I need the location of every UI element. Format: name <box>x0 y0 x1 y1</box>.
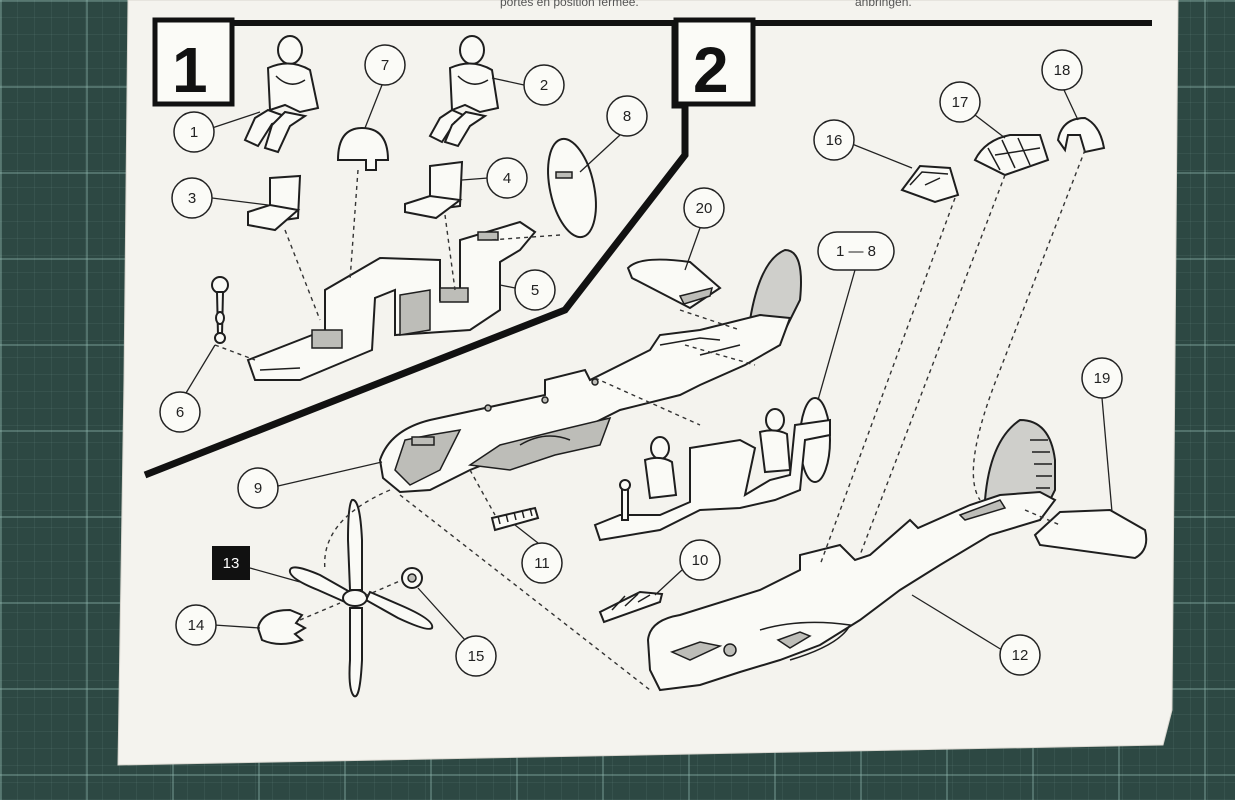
svg-text:17: 17 <box>952 94 969 111</box>
svg-text:10: 10 <box>692 552 709 569</box>
svg-text:3: 3 <box>188 190 196 207</box>
leader-15 <box>417 587 466 641</box>
svg-text:7: 7 <box>381 57 389 74</box>
leader-6 <box>185 344 216 394</box>
leader-10 <box>654 569 683 596</box>
callout-5: 5 <box>514 269 556 311</box>
leader-16 <box>851 143 913 169</box>
step-1-number: 1 <box>172 34 208 106</box>
svg-text:2: 2 <box>540 77 548 94</box>
svg-text:8: 8 <box>623 108 631 125</box>
callout-19: 19 <box>1081 357 1123 399</box>
svg-text:16: 16 <box>826 132 843 149</box>
callout-13: 13 <box>212 546 250 580</box>
svg-text:6: 6 <box>176 404 184 421</box>
leader-17 <box>974 114 1006 139</box>
leader-3 <box>211 197 269 206</box>
step-1-box: 1 <box>152 17 235 107</box>
assembled-cockpit <box>593 397 831 542</box>
callout-11: 11 <box>521 542 563 584</box>
svg-text:15: 15 <box>468 648 485 665</box>
part-8-bulkhead <box>547 137 597 239</box>
callout-9: 9 <box>237 467 279 509</box>
svg-text:20: 20 <box>696 200 713 217</box>
propeller <box>288 499 434 698</box>
part-16-canopy-front <box>900 164 960 204</box>
callout-4: 4 <box>486 157 528 199</box>
callout-18: 18 <box>1041 49 1083 91</box>
leader-13 <box>249 567 301 583</box>
svg-text:13: 13 <box>223 555 240 572</box>
callout-1: 1 <box>173 111 215 153</box>
header-text-clipped-right: anbringen. <box>855 0 912 9</box>
callout-20: 20 <box>683 187 725 229</box>
callout-7: 7 <box>364 44 406 86</box>
right-fuselage-half <box>646 418 1057 692</box>
part-10-exhaust-detail <box>611 593 651 611</box>
part-18-canopy-rear <box>1056 116 1106 154</box>
part-11-exhaust-detail <box>497 507 533 525</box>
part-7-armor-plate <box>336 126 390 171</box>
svg-text:1 — 8: 1 — 8 <box>836 243 876 260</box>
leader-18 <box>1063 89 1079 121</box>
callout-16: 16 <box>813 119 855 161</box>
callout-2: 2 <box>523 64 565 106</box>
part-5-cockpit-floor <box>246 220 537 381</box>
part-15-hub <box>401 567 423 589</box>
callout-10: 10 <box>679 539 721 581</box>
part-19-tailplane <box>1033 508 1148 560</box>
leader-19 <box>1101 397 1113 513</box>
leader-12 <box>911 594 1003 651</box>
left-fuselage-half <box>378 248 802 494</box>
leader-7 <box>364 84 383 129</box>
callout-3: 3 <box>171 177 213 219</box>
svg-text:5: 5 <box>531 282 539 299</box>
callout-17: 17 <box>939 81 981 123</box>
pilot-figure-2 <box>428 35 500 148</box>
pilot-figure-1 <box>243 35 320 154</box>
svg-text:4: 4 <box>503 170 511 187</box>
leader-2 <box>491 77 525 86</box>
leader-14 <box>213 624 261 629</box>
leader-1 <box>211 111 261 129</box>
part-10-exhaust <box>598 590 664 624</box>
leader-5 <box>499 284 516 289</box>
part-14-spinner <box>256 608 307 645</box>
callout-8: 8 <box>606 95 648 137</box>
step-2-box: 2 <box>673 17 756 107</box>
leader-4 <box>461 177 489 181</box>
header-text-clipped-left: portes en position fermée. <box>500 0 639 9</box>
leader-8 <box>579 134 621 173</box>
step-2-assembly-lines <box>299 149 1086 691</box>
callout-14: 14 <box>175 604 217 646</box>
leader-9 <box>277 461 383 487</box>
step-2-number: 2 <box>693 34 729 106</box>
svg-text:12: 12 <box>1012 647 1029 664</box>
step-1-assembly-lines <box>214 169 561 361</box>
callout-1-8: 1 — 8 <box>817 231 895 271</box>
svg-text:11: 11 <box>534 555 550 572</box>
callout-6: 6 <box>159 391 201 433</box>
part-20-tailplane-tab <box>678 286 714 305</box>
part-6-control-stick <box>211 276 229 344</box>
part-17-canopy-middle <box>973 134 1050 177</box>
part-3-seat <box>247 174 302 232</box>
leader-20 <box>684 227 701 271</box>
callout-15: 15 <box>455 635 497 677</box>
svg-text:9: 9 <box>254 480 262 497</box>
svg-text:18: 18 <box>1054 62 1071 79</box>
leader-11 <box>514 524 539 544</box>
svg-text:1: 1 <box>190 124 198 141</box>
svg-text:19: 19 <box>1094 370 1111 387</box>
svg-text:14: 14 <box>188 617 205 634</box>
leader-1-8 <box>817 269 856 401</box>
callout-12: 12 <box>999 634 1041 676</box>
part-4-seat <box>404 160 464 220</box>
